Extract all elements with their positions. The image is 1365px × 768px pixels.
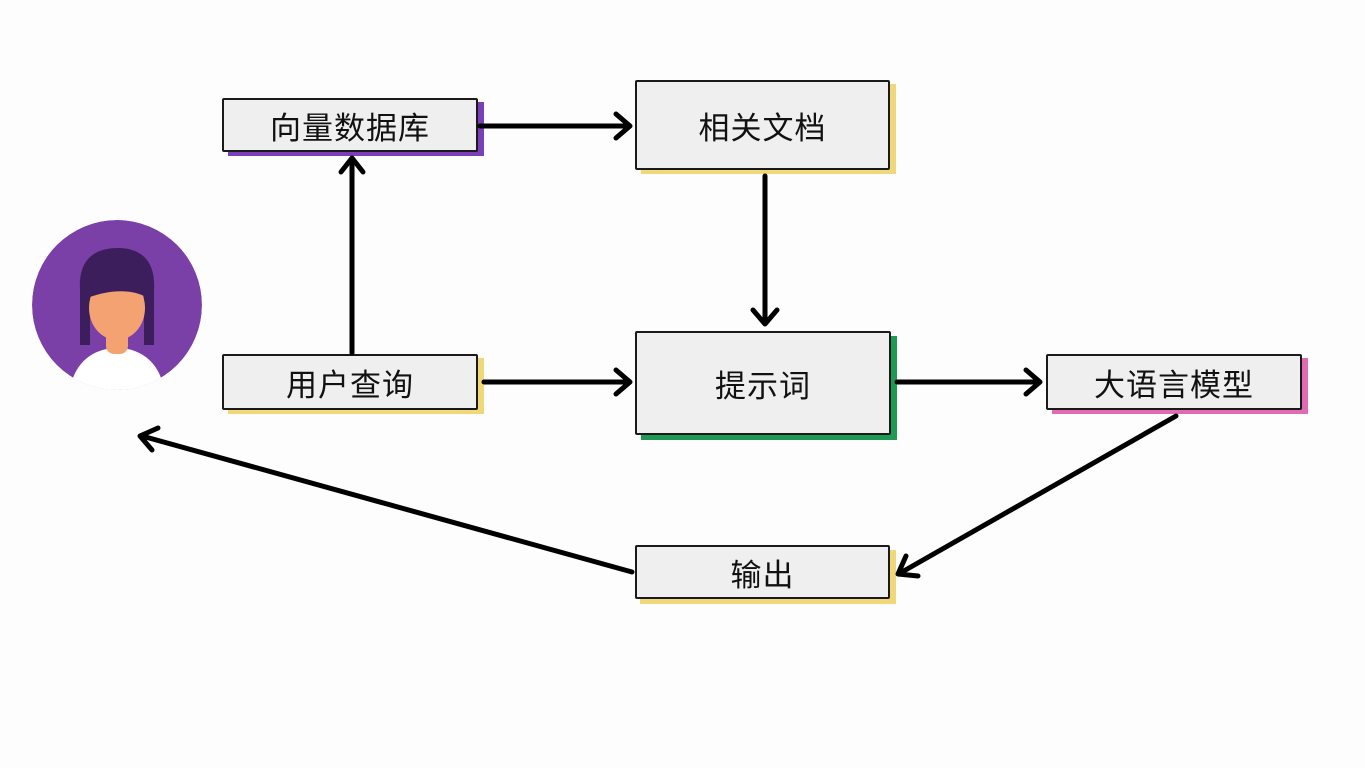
arrow-query-to-prompt [481,367,633,397]
vector-database-node: 向量数据库 [222,98,478,152]
user-query-node: 用户查询 [222,354,478,410]
llm-node: 大语言模型 [1046,354,1302,410]
person-avatar-icon [32,220,202,390]
vector-database-label: 向量数据库 [270,110,430,147]
arrow-llm-to-output [895,413,1179,579]
arrow-prompt-to-llm [894,367,1043,397]
related-documents-label: 相关文档 [698,110,827,147]
related-documents-node: 相关文档 [635,80,890,170]
arrow-docs-to-prompt [750,173,780,327]
arrow-query-to-vector-db [338,155,366,356]
arrow-vector-db-to-docs [477,111,633,141]
output-label: 输出 [730,557,795,594]
prompt-node: 提示词 [635,331,891,435]
arrow-output-to-user [137,425,635,575]
output-node: 输出 [635,545,890,599]
llm-label: 大语言模型 [1094,367,1254,404]
user-query-label: 用户查询 [286,367,414,404]
prompt-label: 提示词 [715,368,811,405]
